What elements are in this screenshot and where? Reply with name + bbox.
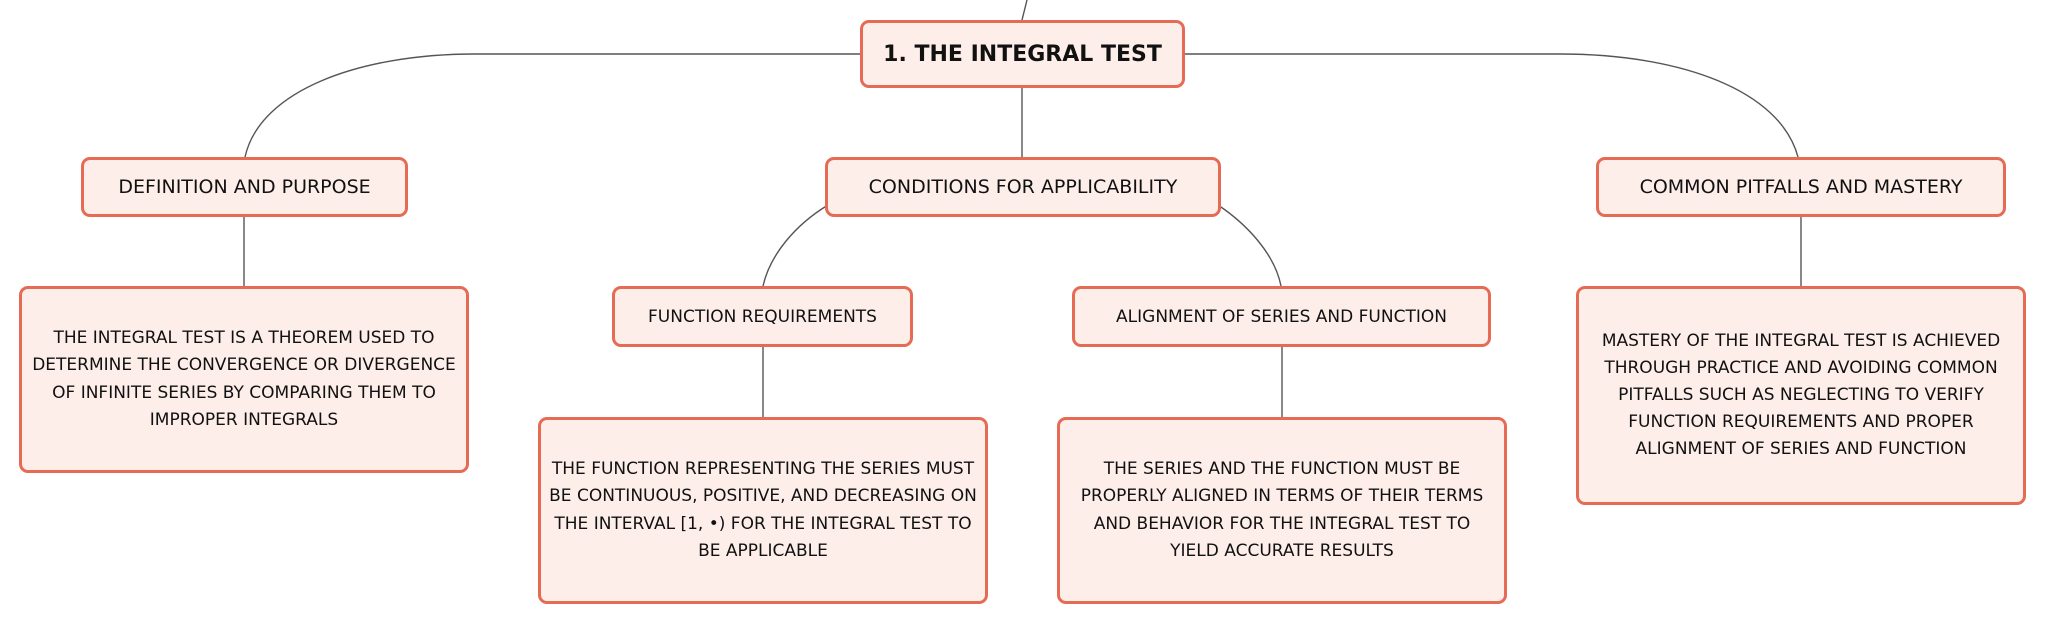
pitfalls-detail-node[interactable]: MASTERY OF THE INTEGRAL TEST IS ACHIEVED… bbox=[1576, 286, 2026, 505]
root-node[interactable]: 1. THE INTEGRAL TEST bbox=[860, 20, 1185, 88]
alignment-node[interactable]: ALIGNMENT OF SERIES AND FUNCTION bbox=[1072, 286, 1491, 347]
connector-root-pitfalls bbox=[1185, 53, 1799, 158]
function-requirements-label: FUNCTION REQUIREMENTS bbox=[648, 306, 877, 327]
pitfalls-node-label: COMMON PITFALLS AND MASTERY bbox=[1639, 176, 1963, 198]
pitfalls-node[interactable]: COMMON PITFALLS AND MASTERY bbox=[1596, 157, 2006, 217]
conditions-node[interactable]: CONDITIONS FOR APPLICABILITY bbox=[825, 157, 1221, 217]
function-requirements-detail-text: THE FUNCTION REPRESENTING THE SERIES MUS… bbox=[549, 459, 977, 561]
alignment-detail-node[interactable]: THE SERIES AND THE FUNCTION MUST BE PROP… bbox=[1057, 417, 1507, 604]
conditions-node-label: CONDITIONS FOR APPLICABILITY bbox=[868, 176, 1178, 198]
connector-conditions-alignment bbox=[1217, 204, 1282, 287]
definition-node[interactable]: DEFINITION AND PURPOSE bbox=[81, 157, 408, 217]
function-requirements-node[interactable]: FUNCTION REQUIREMENTS bbox=[612, 286, 913, 347]
alignment-label: ALIGNMENT OF SERIES AND FUNCTION bbox=[1116, 306, 1447, 327]
root-node-label: 1. THE INTEGRAL TEST bbox=[883, 41, 1162, 67]
definition-node-label: DEFINITION AND PURPOSE bbox=[118, 176, 371, 198]
connector-conditions-function bbox=[762, 204, 829, 287]
function-requirements-detail-node[interactable]: THE FUNCTION REPRESENTING THE SERIES MUS… bbox=[538, 417, 988, 604]
connector-root-definition bbox=[244, 53, 860, 158]
definition-detail-node[interactable]: THE INTEGRAL TEST IS A THEOREM USED TO D… bbox=[19, 286, 469, 473]
definition-detail-text: THE INTEGRAL TEST IS A THEOREM USED TO D… bbox=[32, 328, 456, 430]
pitfalls-detail-text: MASTERY OF THE INTEGRAL TEST IS ACHIEVED… bbox=[1601, 330, 2001, 460]
alignment-detail-text: THE SERIES AND THE FUNCTION MUST BE PROP… bbox=[1080, 459, 1484, 561]
incoming-connector bbox=[1021, 0, 1028, 21]
